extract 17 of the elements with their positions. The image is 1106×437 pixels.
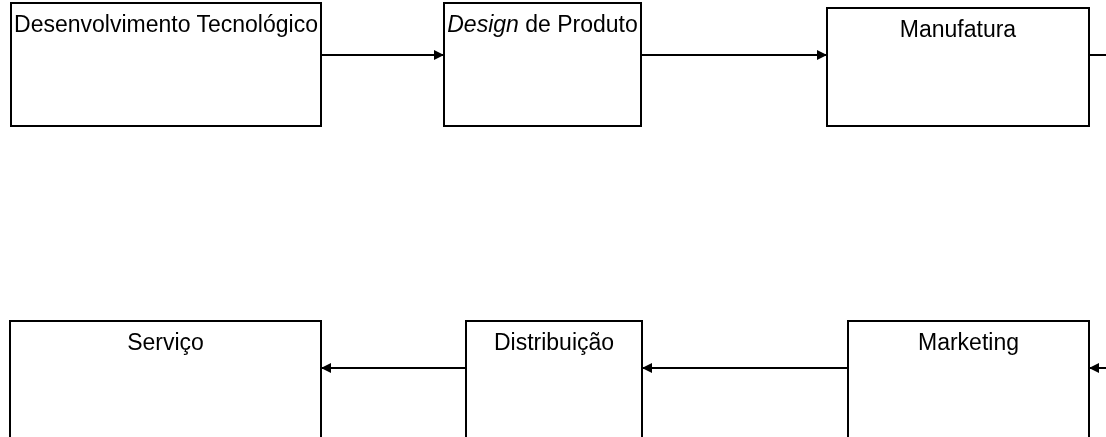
arrow — [1089, 363, 1106, 373]
box-label: Design de Produto — [447, 11, 638, 38]
arrow — [321, 50, 444, 60]
box-label: Desenvolvimento Tecnológico — [14, 11, 318, 38]
box-label: Manufatura — [899, 16, 1017, 43]
box-label: Distribuição — [493, 329, 615, 356]
arrow — [642, 363, 848, 373]
process-box — [443, 2, 642, 127]
box-label: Serviço — [127, 329, 204, 356]
process-box — [826, 7, 1090, 127]
arrow — [321, 363, 466, 373]
process-box — [465, 320, 643, 437]
process-box — [9, 320, 322, 437]
process-box — [847, 320, 1090, 437]
arrow — [641, 50, 827, 60]
process-box — [10, 2, 322, 127]
box-label: Marketing — [918, 329, 1019, 356]
